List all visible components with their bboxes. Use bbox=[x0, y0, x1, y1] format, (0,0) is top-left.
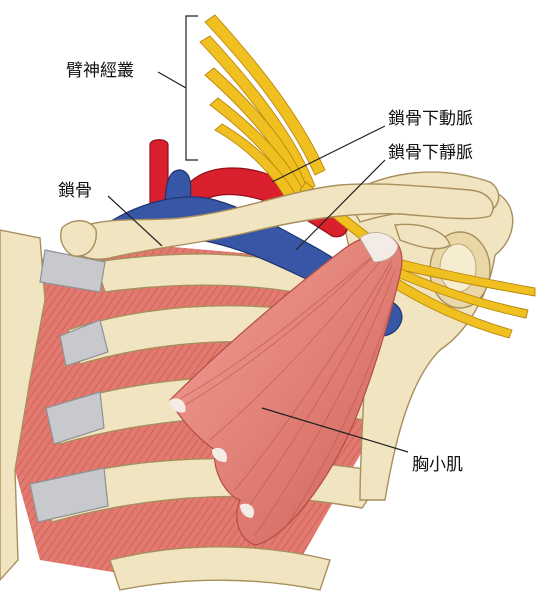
sternum-edge bbox=[0, 229, 46, 582]
pectoralis-minor-body bbox=[169, 234, 403, 546]
fiber-7 bbox=[284, 284, 399, 529]
rib-5 bbox=[109, 546, 331, 591]
clavicle-bone bbox=[60, 183, 494, 260]
cartilage-1 bbox=[39, 249, 106, 293]
artery-trunk bbox=[149, 139, 169, 206]
nerve-root-1 bbox=[204, 14, 326, 176]
nerve-branch-3 bbox=[385, 274, 513, 339]
fiber-2 bbox=[209, 251, 389, 441]
glenoid-inner bbox=[439, 243, 477, 293]
muscle-tendon-insert-2 bbox=[212, 447, 227, 462]
bracket-brachial-plexus bbox=[185, 15, 198, 161]
fiber-4 bbox=[254, 269, 396, 536]
fiber-5 bbox=[177, 249, 381, 401]
leader-brachial-plexus bbox=[157, 71, 187, 89]
fiber-3 bbox=[234, 259, 393, 491]
fiber-1 bbox=[184, 244, 386, 406]
label-subclavian-artery: 鎖骨下動脈 bbox=[388, 109, 473, 129]
leader-subclavian-vein bbox=[295, 159, 386, 251]
leader-clavicle bbox=[107, 195, 163, 247]
muscle-fibers bbox=[177, 244, 399, 536]
cartilage-2 bbox=[59, 319, 109, 367]
pectoralis-minor-muscle bbox=[169, 232, 403, 546]
label-clavicle: 鎖骨 bbox=[58, 181, 92, 201]
muscle-tendon-insert-1 bbox=[170, 398, 186, 413]
fiber-6 bbox=[244, 264, 393, 513]
label-pectoralis-minor: 胸小肌 bbox=[412, 455, 463, 475]
sternoclavicular-joint bbox=[60, 220, 97, 257]
label-brachial-plexus: 臂神經叢 bbox=[66, 61, 134, 81]
leader-subclavian-artery bbox=[271, 125, 386, 183]
cartilage-3 bbox=[45, 391, 105, 445]
label-subclavian-vein: 鎖骨下靜脈 bbox=[388, 143, 473, 163]
leader-lines bbox=[107, 15, 409, 453]
costal-cartilages bbox=[29, 249, 109, 523]
muscle-tendon-insert-3 bbox=[240, 503, 255, 518]
nerve-branch-2 bbox=[389, 265, 529, 319]
muscle-tendon bbox=[359, 232, 399, 263]
nerve-branch-1 bbox=[391, 257, 536, 297]
coracoid-process bbox=[394, 223, 451, 250]
clavicle-shaft bbox=[69, 183, 494, 260]
cartilage-4 bbox=[29, 467, 109, 523]
leader-pectoralis-minor bbox=[261, 407, 409, 453]
